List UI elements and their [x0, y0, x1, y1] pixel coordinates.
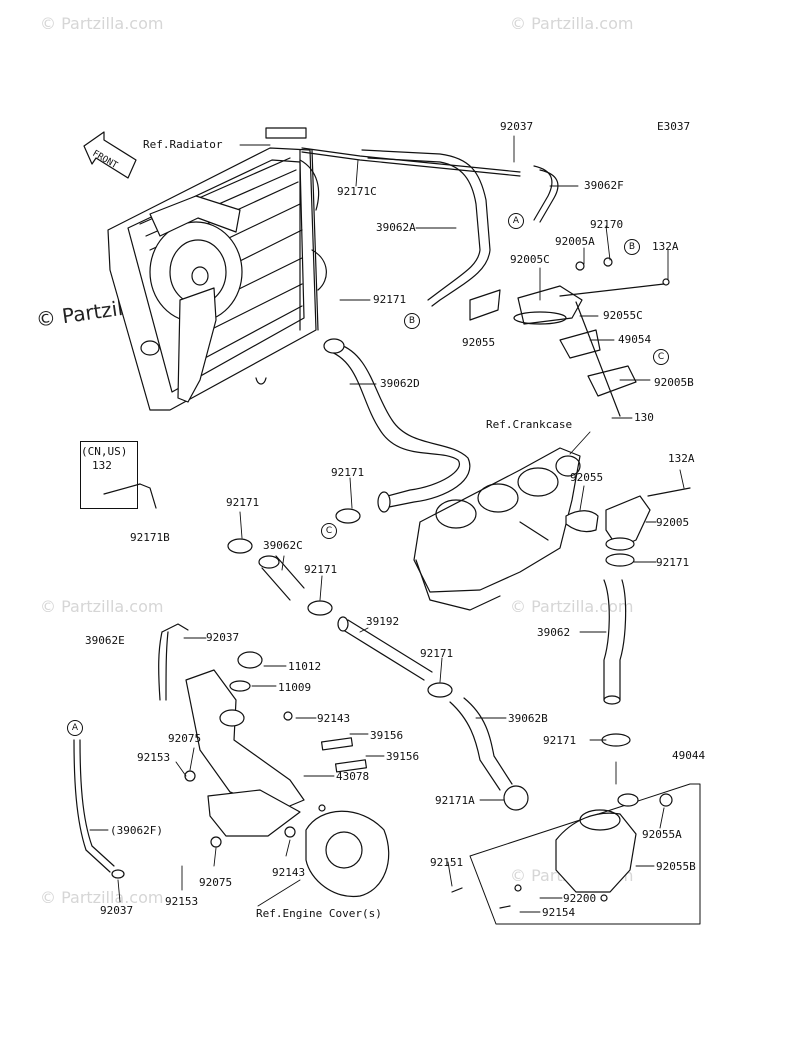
part-label[interactable]: 92171 — [304, 563, 338, 576]
region-note-label: (CN,US) — [81, 445, 128, 458]
part-label[interactable]: 92055C — [603, 309, 643, 322]
part-label[interactable]: 92153 — [165, 895, 199, 908]
part-label[interactable]: 92153 — [137, 751, 171, 764]
part-label[interactable]: 92171 — [543, 734, 577, 747]
part-label[interactable]: 39192 — [366, 615, 400, 628]
part-label[interactable]: 92005 — [656, 516, 690, 529]
watermark: © Partzilla.com — [510, 597, 634, 616]
left-hose — [73, 739, 125, 879]
part-label[interactable]: 92171C — [337, 185, 377, 198]
part-label[interactable]: 43078 — [336, 770, 370, 783]
part-label[interactable]: 92143 — [272, 866, 306, 879]
region-note-box — [80, 441, 138, 509]
part-label[interactable]: 11009 — [278, 681, 312, 694]
watermark: © Partzilla.com — [40, 597, 164, 616]
part-label[interactable]: 92200 — [563, 892, 597, 905]
connector-bubble-c: C — [653, 349, 669, 365]
part-label[interactable]: 92171A — [435, 794, 475, 807]
part-label[interactable]: 39062E — [85, 634, 125, 647]
radiator-drawing — [107, 127, 327, 411]
part-label[interactable]: 92143 — [317, 712, 351, 725]
thermostat-drawing — [469, 257, 670, 417]
part-label[interactable]: 92151 — [430, 856, 464, 869]
part-label[interactable]: 92005A — [555, 235, 595, 248]
ref-radiator-label: Ref.Radiator — [143, 138, 223, 151]
leader-lines — [89, 135, 685, 913]
part-label[interactable]: 92037 — [100, 904, 134, 917]
part-label[interactable]: 92075 — [168, 732, 202, 745]
engine-cover-drawing — [305, 804, 390, 898]
front-arrow-icon — [83, 131, 137, 179]
part-label[interactable]: 92075 — [199, 876, 233, 889]
connector-bubble-a: A — [508, 213, 524, 229]
lower-right-hose — [601, 579, 631, 747]
part-label[interactable]: 39062F — [584, 179, 624, 192]
part-label[interactable]: 92005C — [510, 253, 550, 266]
water-pump-drawing — [451, 783, 701, 925]
part-label[interactable]: 92055 — [570, 471, 604, 484]
part-label[interactable]: 39062 — [537, 626, 571, 639]
watermark: © Partzilla.com — [40, 14, 164, 33]
part-label[interactable]: 132 — [92, 459, 112, 472]
part-label[interactable]: 39062C — [263, 539, 303, 552]
part-label[interactable]: 92171 — [656, 556, 690, 569]
part-label[interactable]: 49044 — [672, 749, 706, 762]
part-label[interactable]: 132A — [652, 240, 679, 253]
crankcase-drawing — [413, 447, 581, 611]
part-label[interactable]: 92171 — [373, 293, 407, 306]
part-label[interactable]: 92005B — [654, 376, 694, 389]
part-label[interactable]: 92171 — [331, 466, 365, 479]
part-label[interactable]: 92171 — [226, 496, 260, 509]
part-label[interactable]: 92037 — [206, 631, 240, 644]
connector-bubble-b: B — [624, 239, 640, 255]
part-label[interactable]: 39156 — [370, 729, 404, 742]
part-label[interactable]: 92171 — [420, 647, 454, 660]
watermark: © Partzilla.com — [510, 14, 634, 33]
part-label[interactable]: 92055A — [642, 828, 682, 841]
part-label[interactable]: 132A — [668, 452, 695, 465]
connector-bubble-a: A — [67, 720, 83, 736]
part-label[interactable]: 92037 — [500, 120, 534, 133]
part-label[interactable]: 39062D — [380, 377, 420, 390]
note-leaders — [103, 483, 157, 509]
part-label[interactable]: 92055 — [462, 336, 496, 349]
watermark: © Partzilla.com — [40, 888, 164, 907]
upper-hoses — [301, 147, 559, 513]
ref-engine-cover-label: Ref.Engine Cover(s) — [256, 907, 382, 920]
part-label[interactable]: 92170 — [590, 218, 624, 231]
mid-hoses — [227, 508, 529, 811]
connector-bubble-c: C — [321, 523, 337, 539]
part-label[interactable]: 130 — [634, 411, 654, 424]
part-label[interactable]: (39062F) — [110, 824, 163, 837]
diagram-code: E3037 — [657, 120, 691, 133]
water-outlet-drawing — [565, 487, 691, 567]
part-label[interactable]: 92055B — [656, 860, 696, 873]
part-label[interactable]: 92154 — [542, 906, 576, 919]
part-label[interactable]: 92171B — [130, 531, 170, 544]
part-label[interactable]: 11012 — [288, 660, 322, 673]
part-label[interactable]: 39062A — [376, 221, 416, 234]
part-label[interactable]: 39156 — [386, 750, 420, 763]
reservoir-drawing — [158, 623, 368, 848]
part-label[interactable]: 39062B — [508, 712, 548, 725]
part-label[interactable]: 49054 — [618, 333, 652, 346]
connector-bubble-b: B — [404, 313, 420, 329]
ref-crankcase-label: Ref.Crankcase — [486, 418, 573, 431]
